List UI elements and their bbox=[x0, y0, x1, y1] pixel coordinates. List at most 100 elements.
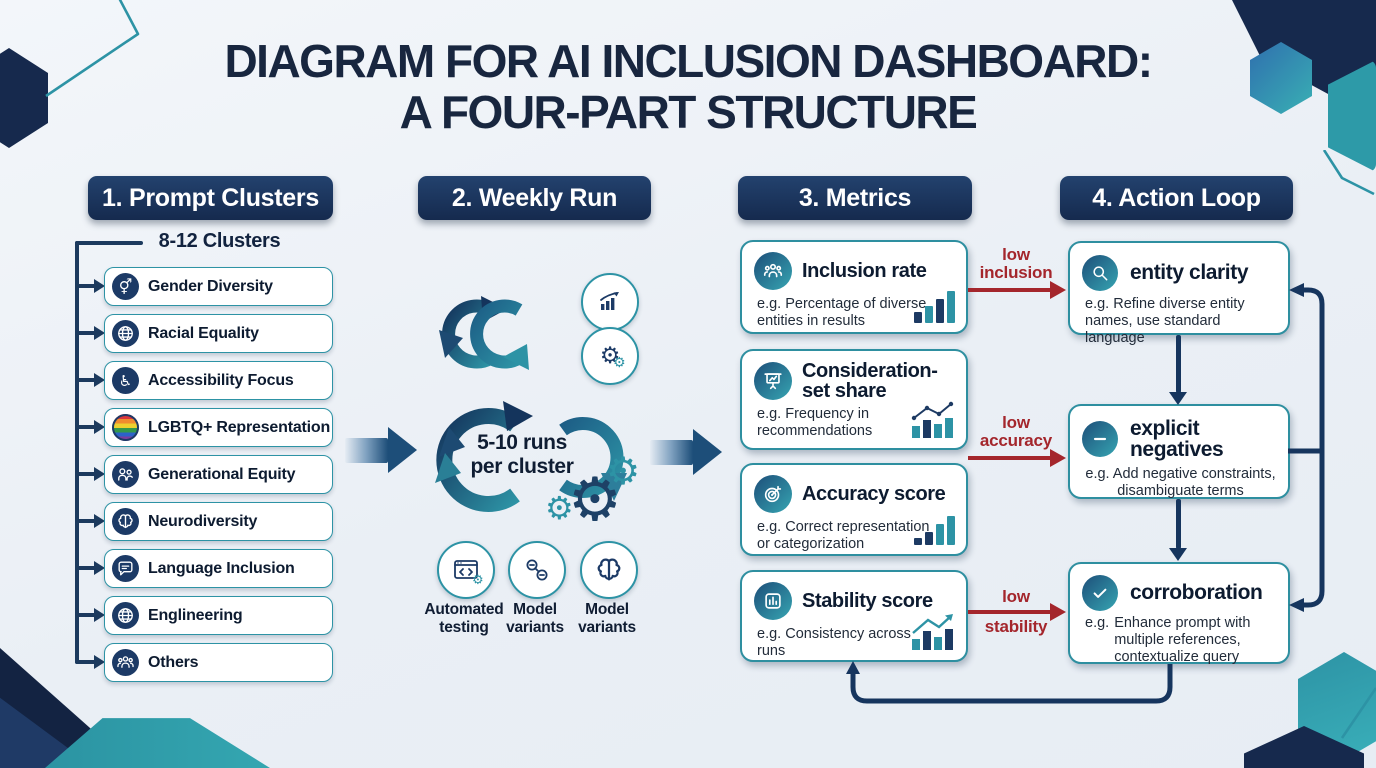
action-title: explicit negatives bbox=[1130, 417, 1224, 462]
metric-card-accuracy-score: Accuracy score e.g. Correct representati… bbox=[740, 463, 968, 556]
corroboration-to-stability-feedback bbox=[846, 661, 1173, 704]
label-line: Model bbox=[585, 601, 629, 618]
bar-chart-icon bbox=[914, 516, 955, 545]
speech-bubble-icon bbox=[112, 555, 139, 582]
label-line: Automated bbox=[424, 601, 504, 618]
header-metrics: 3. Metrics bbox=[738, 176, 972, 220]
label-line: low bbox=[1002, 245, 1030, 264]
people-pair-icon bbox=[112, 461, 139, 488]
example-prefix: e.g. bbox=[1085, 615, 1110, 631]
rainbow-icon bbox=[112, 414, 139, 441]
label-line: inclusion bbox=[979, 263, 1053, 283]
example-prefix: e.g. bbox=[757, 296, 782, 312]
gear-icon-large: ⚙ bbox=[568, 465, 622, 535]
metric-card-inclusion-rate: Inclusion rate e.g. Percentage of divers… bbox=[740, 240, 968, 334]
arrow-clusters-to-weekly-head bbox=[388, 427, 417, 473]
example-prefix: e.g. bbox=[1085, 465, 1110, 482]
arrow-weekly-to-metrics-head bbox=[693, 429, 722, 475]
example-text: Percentage of diverse entities in result… bbox=[757, 296, 927, 330]
brain-icon bbox=[112, 508, 139, 535]
metric-title: Inclusion rate bbox=[802, 259, 927, 282]
arrow-low-inclusion-head bbox=[1050, 281, 1066, 299]
cluster-count-label: 8-12 Clusters bbox=[158, 230, 281, 252]
arrow-clusters-to-weekly bbox=[345, 438, 388, 463]
cluster-item-label: Gender Diversity bbox=[148, 277, 273, 295]
label-line: low bbox=[1002, 587, 1030, 606]
decor-hexagon-top-right-teal bbox=[1250, 42, 1312, 114]
label-line: variants bbox=[506, 618, 564, 636]
people-icon bbox=[754, 252, 792, 290]
example-text: Consistency across runs bbox=[757, 626, 911, 660]
gender-icon: ⚥ bbox=[112, 273, 139, 300]
check-icon bbox=[1082, 575, 1118, 611]
growth-chart-icon bbox=[581, 273, 639, 331]
label-line: testing bbox=[439, 618, 489, 636]
action-example: e.g. Refine diverse entity names, use st… bbox=[1082, 296, 1276, 347]
label-low-stability-top: low bbox=[964, 587, 1068, 606]
example-text: Correct representation or categorization bbox=[757, 519, 930, 553]
page-title-line2: A FOUR-PART STRUCTURE bbox=[399, 85, 978, 138]
weekly-cycle-top-graphic bbox=[439, 296, 529, 370]
wheelchair-icon: ♿ bbox=[112, 367, 139, 394]
action-card-entity-clarity: entity clarity e.g. Refine diverse entit… bbox=[1068, 241, 1290, 346]
arrow-low-accuracy-head bbox=[1050, 449, 1066, 467]
label-line: Model bbox=[513, 601, 557, 618]
example-prefix: e.g. bbox=[757, 626, 782, 642]
gear-icon-small: ⚙ bbox=[545, 489, 574, 527]
arrow-low-stability bbox=[968, 610, 1050, 614]
cluster-item-gender-diversity: ⚥ Gender Diversity bbox=[104, 267, 333, 306]
cluster-item-racial-equality: Racial Equality bbox=[104, 314, 333, 353]
runs-per-cluster-note: 5-10 runs per cluster bbox=[452, 431, 592, 478]
globe-grid-icon bbox=[112, 602, 139, 629]
action-example: e.g. Add negative constraints, disambigu… bbox=[1082, 466, 1276, 500]
line-bar-chart-icon bbox=[911, 401, 954, 438]
people-group-icon bbox=[112, 649, 139, 676]
cluster-item-label: Racial Equality bbox=[148, 324, 259, 342]
arrow-negatives-to-corroboration bbox=[1176, 499, 1181, 549]
decor-line-top-left bbox=[45, 0, 140, 98]
arrow-negatives-to-corroboration-head bbox=[1169, 548, 1187, 561]
page-title-line1: DIAGRAM FOR AI INCLUSION DASHBOARD: bbox=[224, 35, 1153, 87]
action-example: e.g. Enhance prompt with multiple refere… bbox=[1082, 615, 1276, 666]
example-prefix: e.g. bbox=[757, 519, 782, 535]
metric-title: Consideration-set share bbox=[802, 360, 938, 403]
example-text: Add negative constraints, disambiguate t… bbox=[1112, 465, 1276, 499]
metric-example: e.g. Correct representation or categoriz… bbox=[754, 519, 942, 553]
cluster-item-label: Generational Equity bbox=[148, 465, 296, 483]
cluster-item-label: Language Inclusion bbox=[148, 559, 295, 577]
example-text: Frequency in recommendations bbox=[757, 405, 873, 439]
cluster-item-language-inclusion: Language Inclusion bbox=[104, 549, 333, 588]
metric-example: e.g. Frequency in recommendations bbox=[754, 406, 899, 440]
arrow-low-accuracy bbox=[968, 456, 1050, 460]
minus-icon bbox=[1082, 421, 1118, 458]
runs-note-line1: 5-10 runs bbox=[477, 431, 567, 454]
label-low-stability-bottom: stability bbox=[964, 617, 1068, 636]
label-line: stability bbox=[984, 617, 1048, 636]
label-low-accuracy: low accuracy bbox=[964, 413, 1068, 451]
action-title: corroboration bbox=[1130, 581, 1263, 605]
code-window-icon: ⚙ bbox=[437, 541, 495, 599]
runs-note-line2: per cluster bbox=[470, 454, 574, 478]
arrow-entity-to-negatives bbox=[1176, 335, 1181, 393]
weekly-icon-label-model-variants-1: Model variants bbox=[487, 601, 583, 637]
arrow-weekly-to-metrics bbox=[650, 440, 693, 465]
cluster-item-others: Others bbox=[104, 643, 333, 682]
presentation-chart-icon bbox=[754, 362, 792, 401]
trend-bar-chart-icon bbox=[912, 614, 953, 650]
header-prompt-clusters: 1. Prompt Clusters bbox=[88, 176, 333, 220]
arrow-entity-to-negatives-head bbox=[1169, 392, 1187, 405]
brain-icon bbox=[580, 541, 638, 599]
cluster-item-accessibility: ♿ Accessibility Focus bbox=[104, 361, 333, 400]
cluster-item-neurodiversity: Neurodiversity bbox=[104, 502, 333, 541]
label-low-inclusion: low inclusion bbox=[964, 245, 1068, 283]
action-card-explicit-negatives: explicit negatives e.g. Add negative con… bbox=[1068, 404, 1290, 499]
page-title: DIAGRAM FOR AI INCLUSION DASHBOARD: A FO… bbox=[0, 36, 1376, 137]
cluster-bracket-top bbox=[75, 241, 143, 245]
bar-chart-icon bbox=[914, 291, 955, 323]
gears-icon: ⚙ ⚙ bbox=[581, 327, 639, 385]
magnifier-icon bbox=[1082, 255, 1118, 291]
header-weekly-run: 2. Weekly Run bbox=[418, 176, 651, 220]
decor-line-bottom-right bbox=[1340, 687, 1376, 739]
label-line: low bbox=[1002, 413, 1030, 432]
